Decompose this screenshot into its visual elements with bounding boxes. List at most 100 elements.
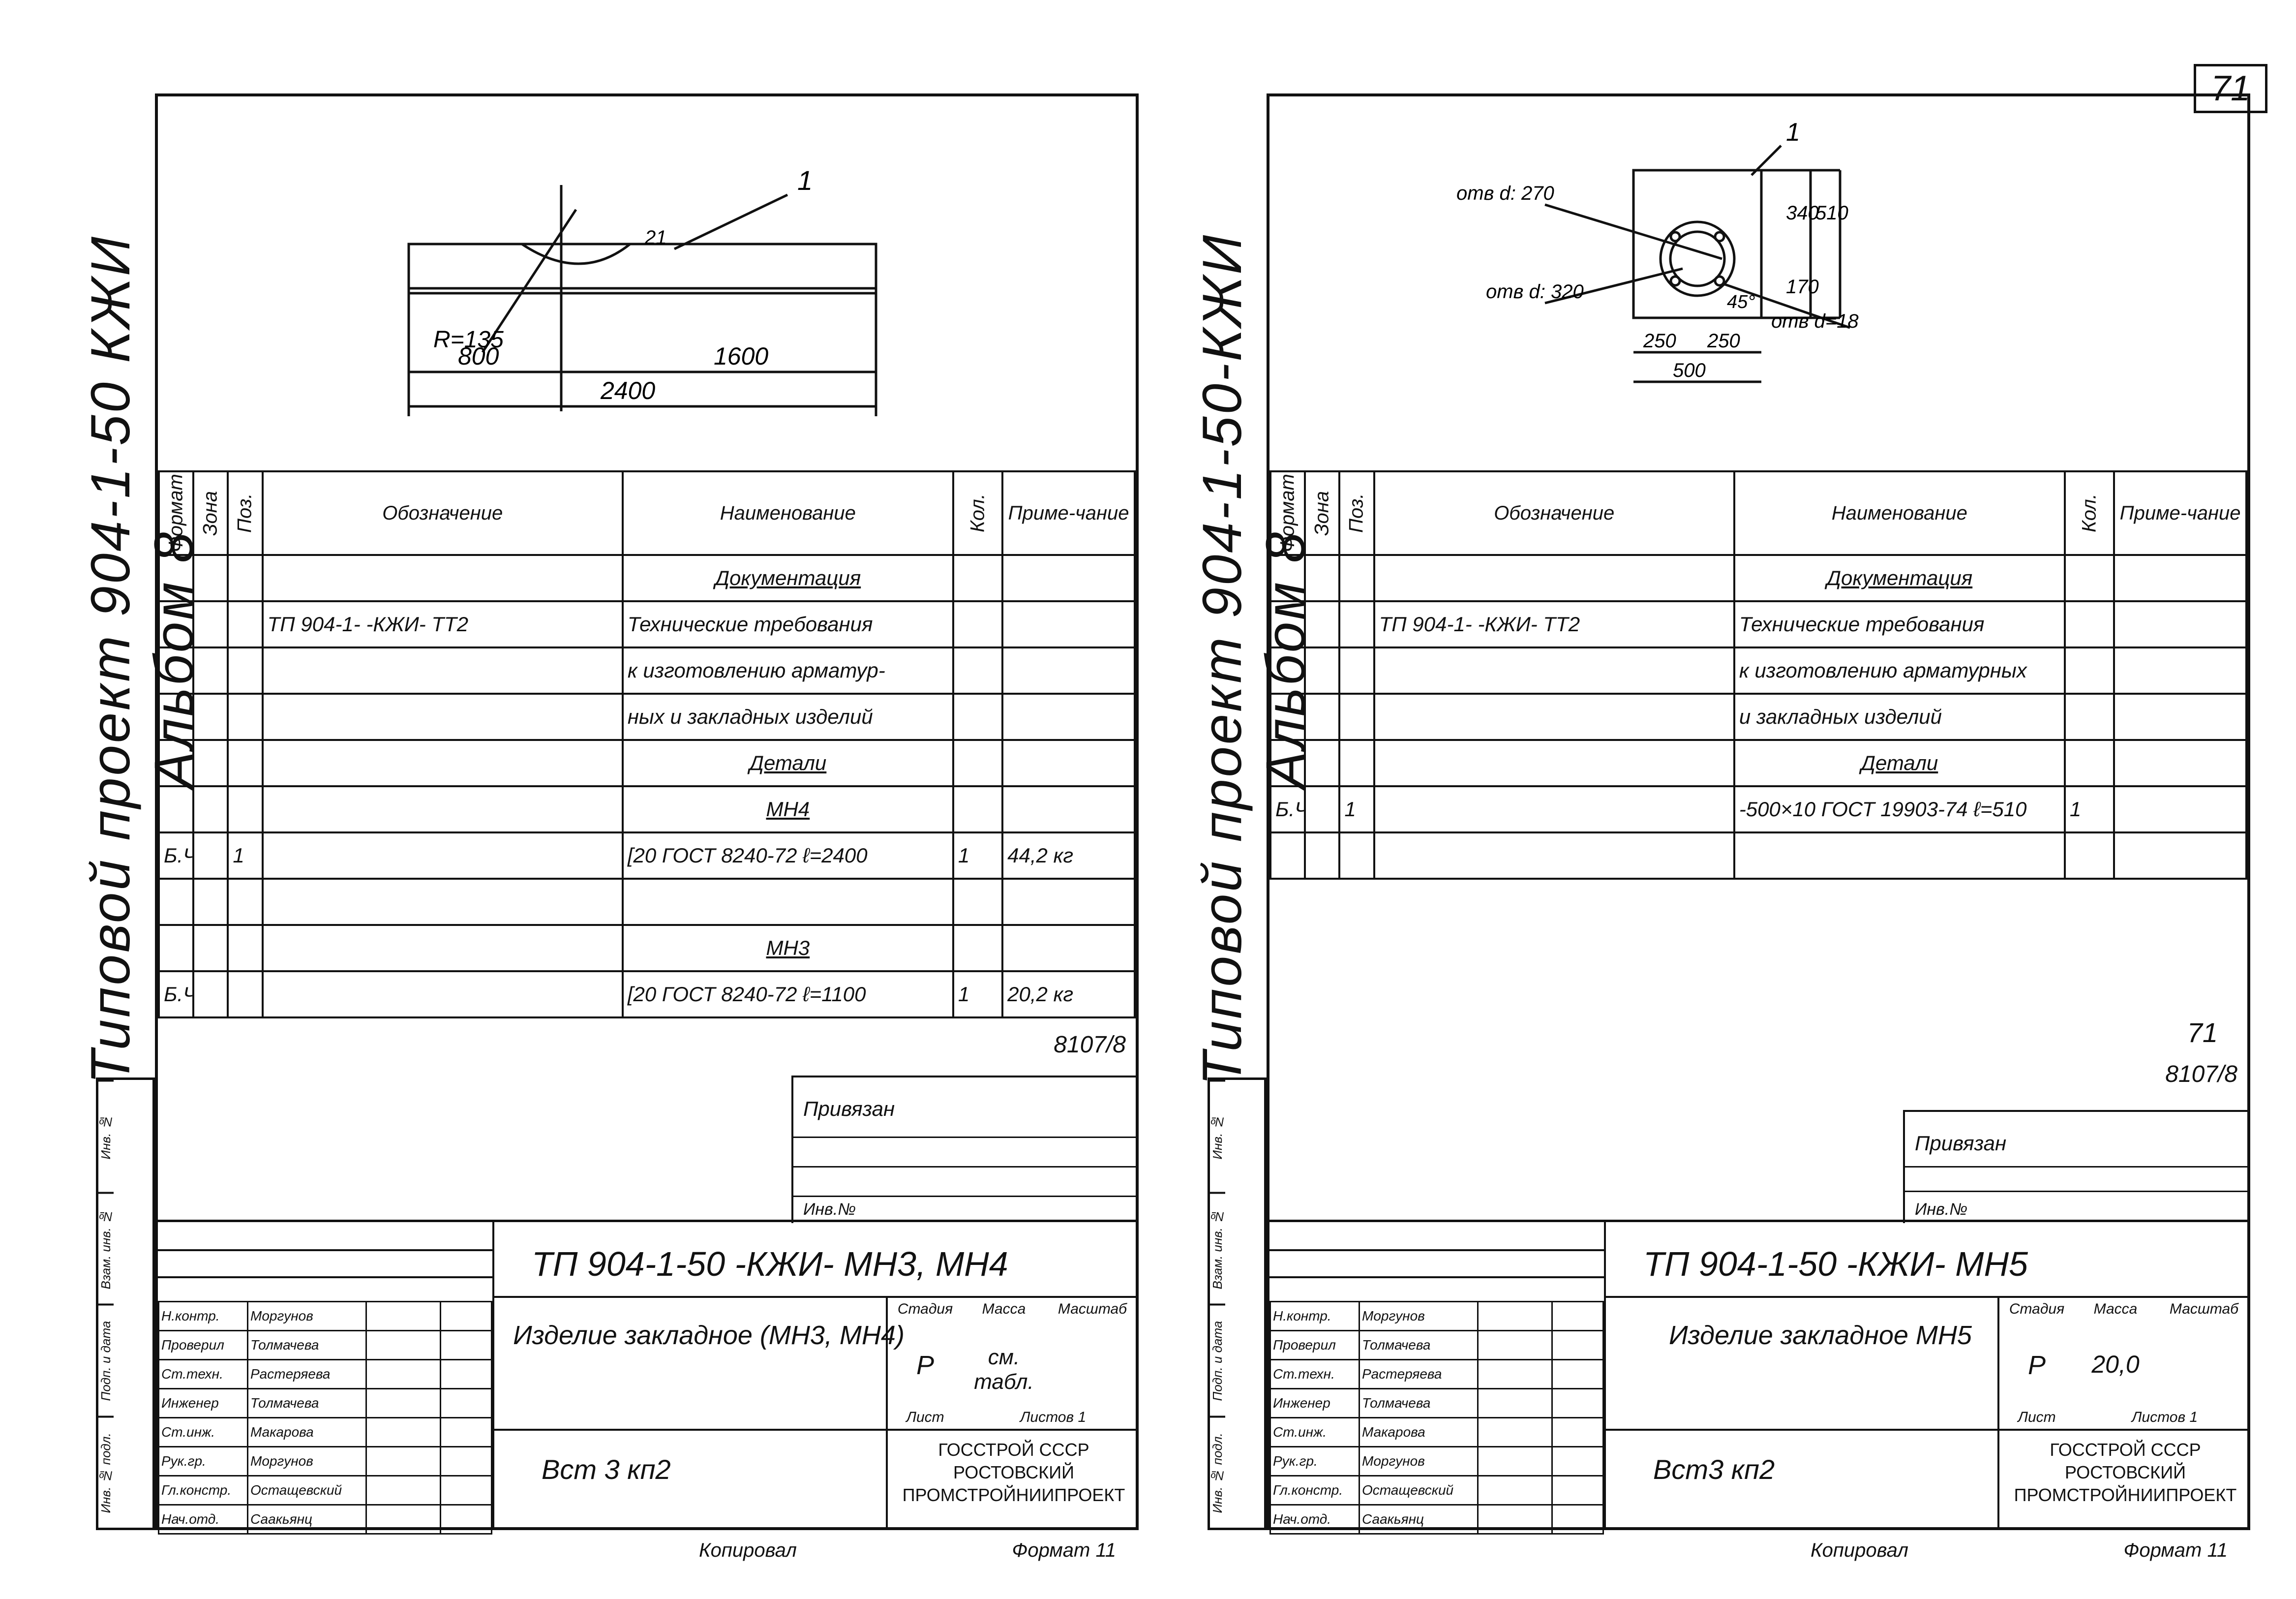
spec-cell-pos xyxy=(1338,739,1375,787)
table-row: к изготовлению арматурных xyxy=(1269,646,2247,695)
person-cell: Саакьянц xyxy=(247,1504,367,1535)
spec-cell-zone xyxy=(1304,646,1341,695)
rule xyxy=(793,1166,1136,1168)
header-qty: Кол. xyxy=(953,471,1003,555)
spec-cell-fmt xyxy=(1269,831,1306,880)
header-name: Наименование xyxy=(1733,470,2066,556)
paper-format: Формат 11 xyxy=(2123,1539,2228,1561)
spec-cell-pos xyxy=(1338,693,1375,741)
spec-cell-qty xyxy=(2063,739,2115,787)
material: Вст 3 кп2 xyxy=(542,1454,671,1485)
header-pos: Поз. xyxy=(228,471,263,555)
rule xyxy=(492,1296,1136,1298)
material: Вст3 кп2 xyxy=(1653,1454,1775,1485)
dim-left: 800 xyxy=(458,342,499,370)
spec-cell-qty xyxy=(952,600,1004,648)
spec-cell-name: Технические требования xyxy=(1733,600,2066,648)
spec-cell-note xyxy=(1001,646,1136,695)
margin-stamps: Инв. № Взам. инв. № Подп. и дата Инв. № … xyxy=(1208,1077,1267,1530)
spec-cell-name: Документация xyxy=(1733,554,2066,602)
spec-cell-qty: 1 xyxy=(952,970,1004,1018)
person-cell: Саакьянц xyxy=(1359,1504,1479,1535)
rule xyxy=(886,1296,888,1527)
binding-block: Привязан Инв.№ xyxy=(791,1076,1136,1223)
signature-cell xyxy=(365,1301,441,1331)
spec-cell-zone xyxy=(1304,785,1341,833)
date-cell xyxy=(440,1446,492,1476)
spec-cell-name: и закладных изделий xyxy=(1733,693,2066,741)
spec-cell-qty xyxy=(2063,600,2115,648)
angle-label: 45° xyxy=(1727,292,1755,312)
spec-cell-code xyxy=(1373,739,1735,787)
signature-cell xyxy=(1477,1446,1553,1476)
spec-cell-zone xyxy=(192,785,229,833)
signature-row: Гл.констр.Остащевский xyxy=(1269,1475,1604,1506)
spec-cell-name: [20 ГОСТ 8240-72 ℓ=2400 xyxy=(621,831,954,880)
spec-cell-code xyxy=(261,739,624,787)
table-row: Детали xyxy=(1269,739,2247,787)
dim-label: 340 xyxy=(1786,202,1819,224)
spec-cell-name: Документация xyxy=(621,554,954,602)
stamp-cell: Инв. № подл. xyxy=(98,1415,114,1528)
title-name: Изделие закладное МН5 xyxy=(1669,1321,1972,1350)
person-cell: Толмачева xyxy=(247,1388,367,1418)
spec-cell-code xyxy=(1373,785,1735,833)
header-designation: Обозначение xyxy=(261,470,624,556)
person-cell: Макарова xyxy=(1359,1417,1479,1447)
date-cell xyxy=(440,1388,492,1418)
title-code: ТП 904-1-50 -КЖИ- МН5 xyxy=(1643,1245,2028,1283)
depth-label: 21 xyxy=(644,227,667,248)
paper-format: Формат 11 xyxy=(1012,1539,1116,1561)
hole-label: отв d: 320 xyxy=(1486,281,1584,303)
spec-cell-qty: 1 xyxy=(2063,785,2115,833)
spec-cell-pos xyxy=(227,970,264,1018)
spec-cell-note xyxy=(2113,600,2247,648)
spec-cell-zone xyxy=(1304,600,1341,648)
table-row: Детали xyxy=(157,739,1136,787)
sheet-right: 71 Типовой проект 904-1-50-КЖИ Альбом 8 … xyxy=(1161,44,2282,1561)
stamp-cell: Инв. № xyxy=(1210,1080,1225,1192)
spec-cell-qty xyxy=(2063,646,2115,695)
spec-cell-fmt xyxy=(1269,693,1306,741)
spec-cell-code: ТП 904-1- -КЖИ- ТТ2 xyxy=(1373,600,1735,648)
spec-cell-fmt xyxy=(157,878,195,926)
sheets-count: Листов 1 xyxy=(2131,1409,2198,1425)
channel-drawing: R=135 21 1 800 1600 2400 xyxy=(407,165,877,416)
role-cell: Ст.инж. xyxy=(1269,1417,1360,1447)
signature-row: Ст.инж.Макарова xyxy=(158,1417,492,1447)
spec-cell-note xyxy=(2113,739,2247,787)
role-cell: Нач.отд. xyxy=(1269,1504,1360,1535)
signature-cell xyxy=(1477,1359,1553,1389)
spec-cell-fmt xyxy=(157,600,195,648)
spec-cell-name: МН3 xyxy=(621,924,954,972)
role-cell: Инженер xyxy=(158,1388,248,1418)
person-cell: Толмачева xyxy=(247,1330,367,1360)
spec-cell-pos xyxy=(227,693,264,741)
spec-cell-fmt xyxy=(157,693,195,741)
spec-cell-qty xyxy=(2063,554,2115,602)
signature-cell xyxy=(365,1504,441,1535)
spec-cell-pos xyxy=(227,878,264,926)
header-zone: Зона xyxy=(193,471,228,555)
stage-value: Р xyxy=(2027,1351,2046,1380)
org-line: ГОССТРОЙ СССР xyxy=(2050,1440,2201,1460)
spec-cell-name: Технические требования xyxy=(621,600,954,648)
signature-row: Ст.техн.Растеряева xyxy=(1269,1359,1604,1389)
stage-header: Стадия xyxy=(2009,1301,2065,1317)
stamp-cell: Подп. и дата xyxy=(98,1304,114,1416)
signature-cell xyxy=(1477,1475,1553,1506)
role-cell: Инженер xyxy=(1269,1388,1360,1418)
margin-stamps: Инв. № Взам. инв. № Подп. и дата Инв. № … xyxy=(96,1077,155,1530)
spec-cell-zone xyxy=(192,878,229,926)
person-cell: Моргунов xyxy=(1359,1446,1479,1476)
stamp-cell: Инв. № подл. xyxy=(1210,1415,1225,1528)
role-cell: Ст.техн. xyxy=(1269,1359,1360,1389)
spec-cell-fmt xyxy=(1269,554,1306,602)
spec-cell-qty xyxy=(2063,693,2115,741)
spec-cell-fmt xyxy=(1269,600,1306,648)
